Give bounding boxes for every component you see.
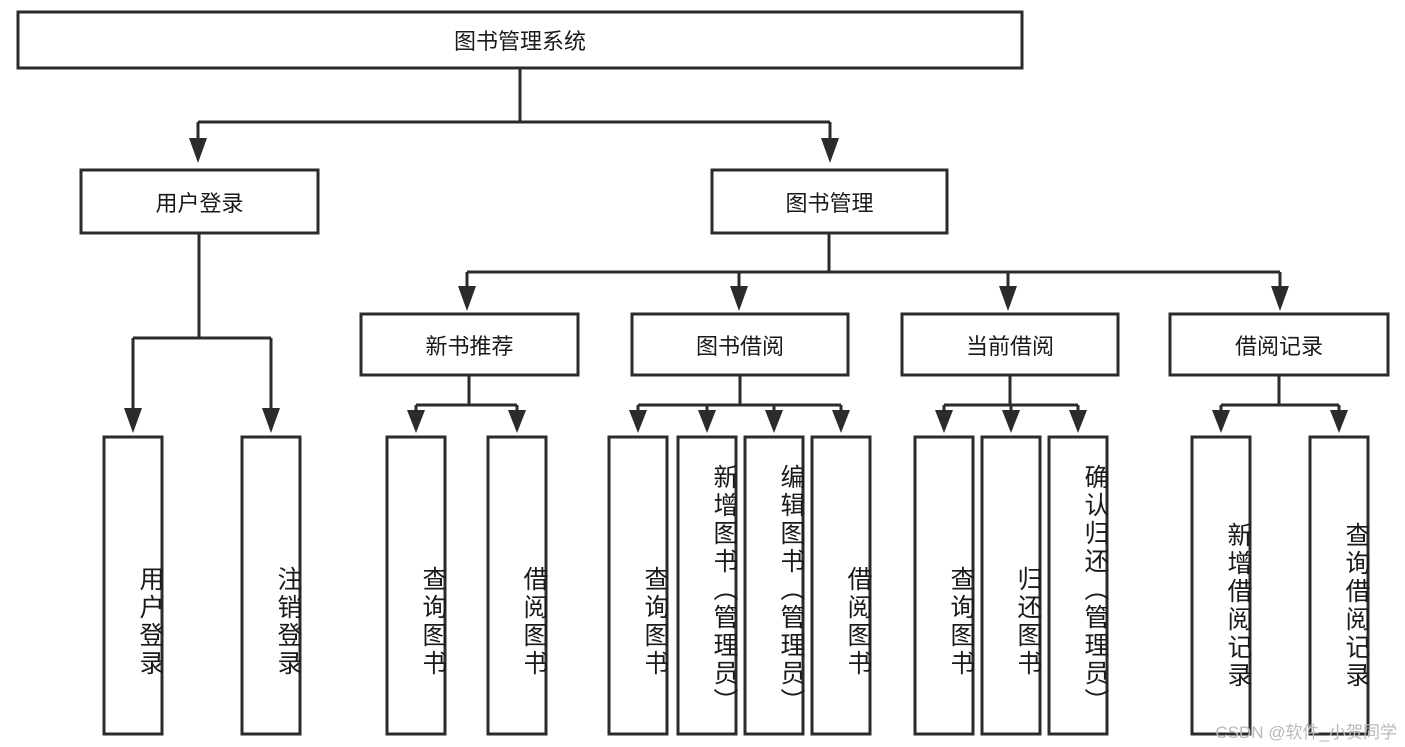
- node-user-login[interactable]: [79, 168, 320, 235]
- node-leaf-add-record[interactable]: [1190, 435, 1252, 736]
- node-new-book-recommend[interactable]: [359, 312, 580, 377]
- arrow-to-leaf-add-record: [1212, 410, 1230, 433]
- node-root-book-management-system[interactable]: [16, 10, 1024, 70]
- arrow-to-new-book-recommend: [458, 286, 476, 311]
- node-leaf-borrow-book-1[interactable]: [486, 435, 548, 736]
- arrow-to-leaf-query-record: [1330, 410, 1348, 433]
- node-leaf-query-record[interactable]: [1308, 435, 1370, 736]
- node-leaf-return-book[interactable]: [980, 435, 1042, 736]
- arrow-to-leaf-edit-book: [765, 410, 783, 433]
- node-leaf-confirm-return[interactable]: [1047, 435, 1109, 736]
- node-book-manage[interactable]: [710, 168, 949, 235]
- arrow-to-book-manage: [821, 138, 839, 163]
- arrow-to-borrow-record: [1271, 286, 1289, 311]
- node-leaf-query-book-1[interactable]: [385, 435, 447, 736]
- arrow-to-leaf-return-book: [1002, 410, 1020, 433]
- arrow-to-book-borrow: [730, 286, 748, 311]
- node-book-borrow[interactable]: [630, 312, 850, 377]
- node-leaf-logout-login[interactable]: [240, 435, 302, 736]
- arrow-to-leaf-query-book-1: [407, 410, 425, 433]
- node-leaf-query-book-3[interactable]: [913, 435, 975, 736]
- arrow-to-user-login: [189, 138, 207, 163]
- node-leaf-query-book-2[interactable]: [607, 435, 669, 736]
- arrow-to-leaf-borrow-book-2: [832, 410, 850, 433]
- arrow-to-leaf-query-book-2: [629, 410, 647, 433]
- arrow-to-leaf-confirm-return: [1069, 410, 1087, 433]
- arrow-to-current-borrow: [999, 286, 1017, 311]
- node-leaf-edit-book[interactable]: [743, 435, 805, 736]
- arrow-to-leaf-add-book: [698, 410, 716, 433]
- arrow-to-leaf-borrow-book-1: [508, 410, 526, 433]
- arrow-to-leaf-query-book-3: [935, 410, 953, 433]
- node-current-borrow[interactable]: [900, 312, 1120, 377]
- arrow-to-leaf-logout-login: [262, 408, 280, 433]
- node-leaf-user-login[interactable]: [102, 435, 164, 736]
- node-borrow-record[interactable]: [1168, 312, 1390, 377]
- arrow-to-leaf-user-login: [124, 408, 142, 433]
- node-leaf-add-book[interactable]: [676, 435, 738, 736]
- node-leaf-borrow-book-2[interactable]: [810, 435, 872, 736]
